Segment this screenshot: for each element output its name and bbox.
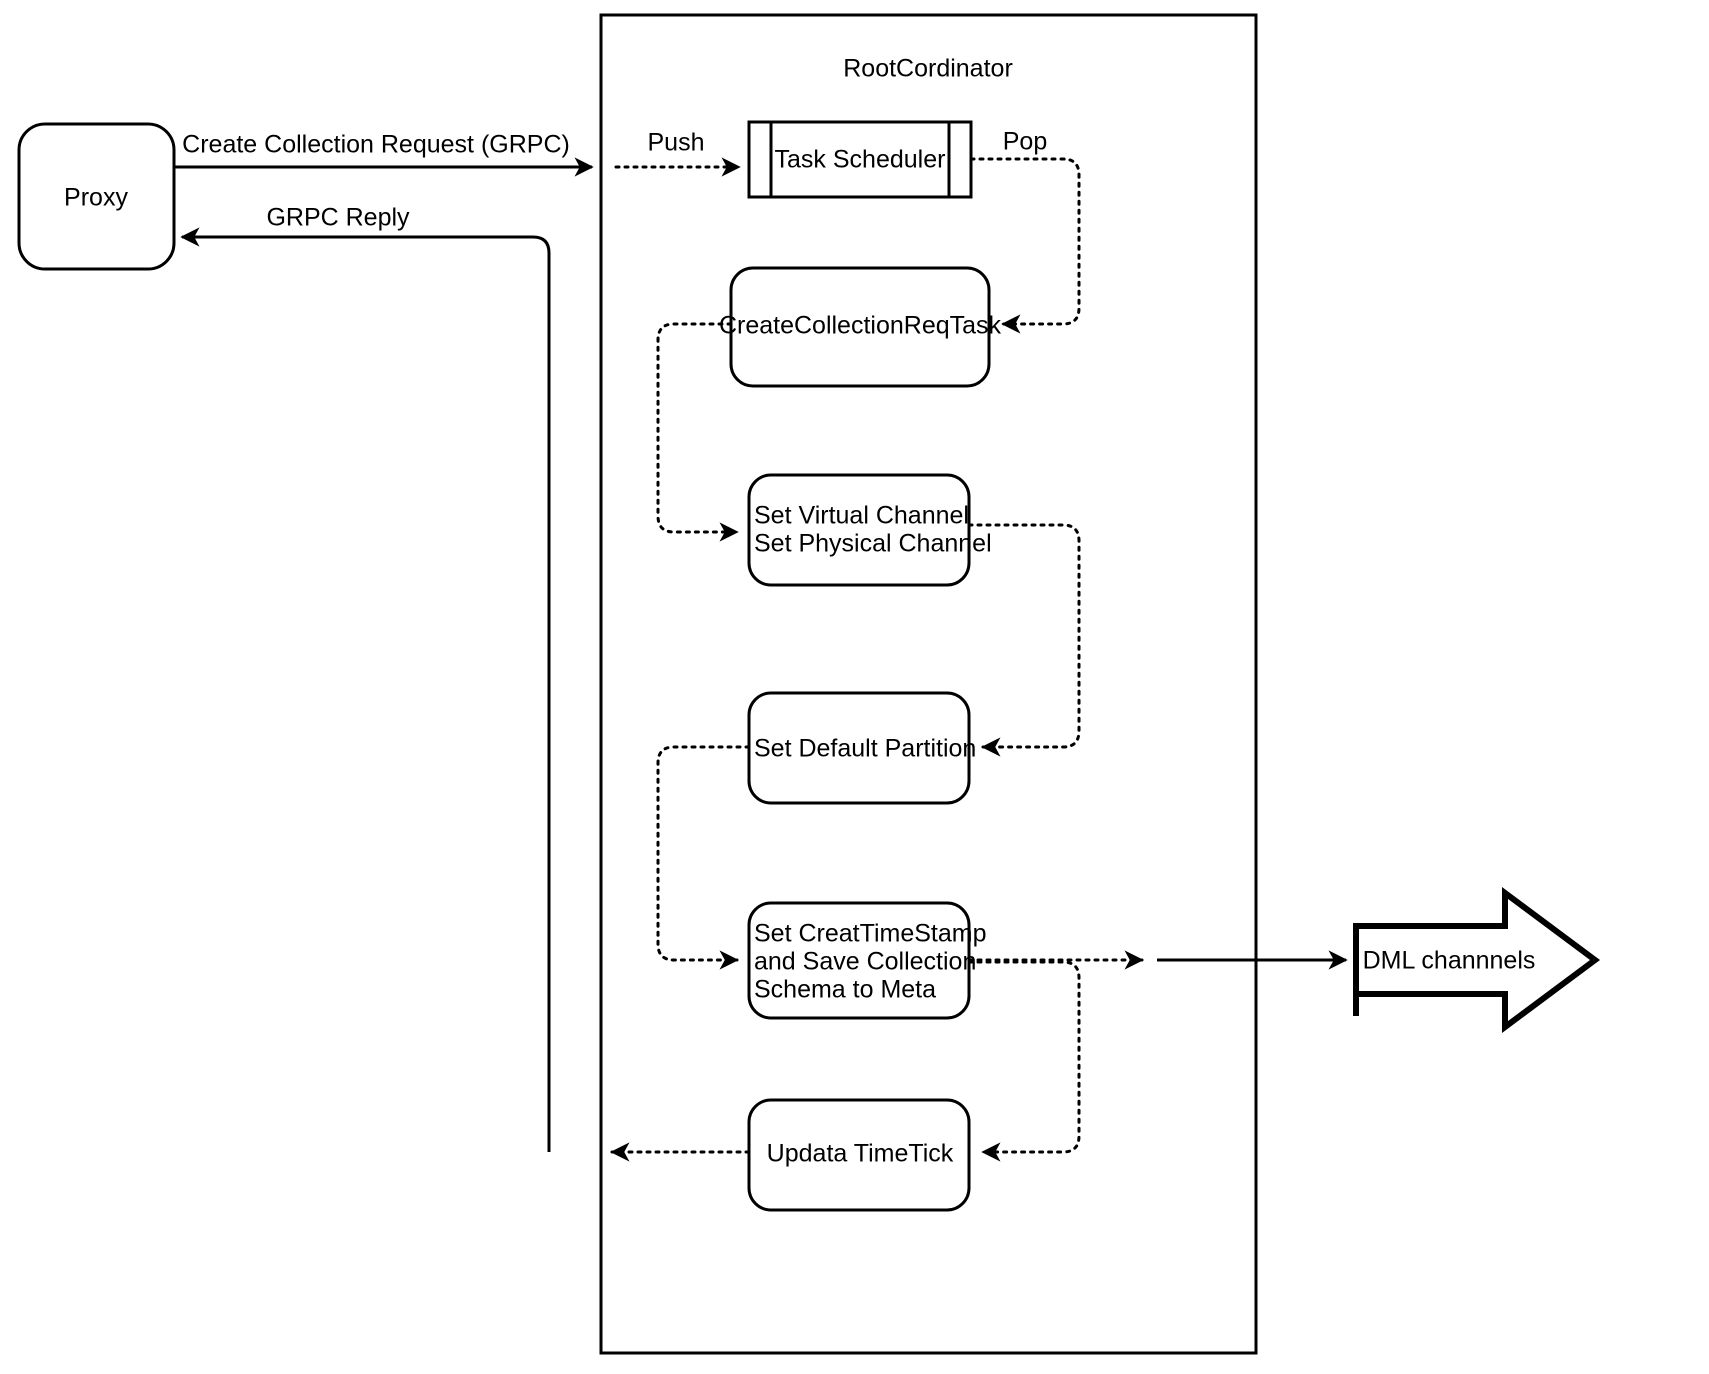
dml-channels-arrow-shape[interactable] bbox=[1353, 887, 1601, 1033]
edge-pop: Pop bbox=[969, 128, 1081, 334]
edge-grpc-reply: GRPC Reply bbox=[180, 204, 551, 1152]
set-virtual-channel-label: Set Virtual Channel bbox=[754, 502, 969, 530]
root-cordinator-border bbox=[599, 13, 1258, 1355]
dml-channels-label: DML channnels bbox=[1363, 947, 1536, 975]
grpc-reply-label: GRPC Reply bbox=[266, 204, 410, 232]
create-collection-req-task-box[interactable] bbox=[729, 266, 991, 388]
create-collection-request-label: Create Collection Request (GRPC) bbox=[182, 131, 570, 159]
pop-label: Pop bbox=[1003, 128, 1047, 156]
node-set-timestamp-save-meta[interactable]: Set CreatTimeStamp and Save Collection S… bbox=[747, 901, 986, 1020]
node-proxy[interactable]: Proxy bbox=[17, 122, 176, 271]
create-collection-req-task-label: CreateCollectionReqTask bbox=[719, 312, 1002, 340]
set-timestamp-line-3: Schema to Meta bbox=[754, 976, 936, 1004]
set-default-partition-label: Set Default Partition bbox=[754, 735, 976, 763]
edge-timestamp-to-timetick bbox=[967, 960, 1081, 1162]
timestamp-to-timetick-line bbox=[967, 960, 1081, 1162]
task-to-channels-line bbox=[656, 322, 739, 542]
node-updata-timetick[interactable]: Updata TimeTick bbox=[747, 1098, 971, 1212]
node-set-default-partition[interactable]: Set Default Partition bbox=[747, 691, 976, 805]
task-scheduler-label: Task Scheduler bbox=[775, 146, 946, 174]
edge-task-to-channels bbox=[656, 322, 739, 542]
partition-to-timestamp-line bbox=[656, 745, 751, 970]
set-timestamp-line-1: Set CreatTimeStamp bbox=[754, 920, 986, 948]
node-create-collection-req-task[interactable]: CreateCollectionReqTask bbox=[719, 266, 1002, 388]
push-label: Push bbox=[648, 129, 705, 157]
edge-channels-to-partition bbox=[967, 523, 1081, 757]
root-cordinator-container: RootCordinator bbox=[599, 13, 1258, 1355]
edge-push: Push bbox=[614, 129, 741, 177]
proxy-label: Proxy bbox=[64, 184, 128, 212]
node-dml-channels[interactable]: DML channnels bbox=[1353, 887, 1601, 1033]
root-cordinator-label: RootCordinator bbox=[843, 55, 1013, 83]
edge-partition-to-timestamp bbox=[656, 745, 751, 970]
pop-line bbox=[969, 157, 1081, 334]
set-physical-channel-label: Set Physical Channel bbox=[754, 530, 992, 558]
updata-timetick-label: Updata TimeTick bbox=[767, 1140, 954, 1168]
channels-to-partition-line bbox=[967, 523, 1081, 757]
updata-timetick-box[interactable] bbox=[747, 1098, 971, 1212]
edge-create-collection-request: Create Collection Request (GRPC) bbox=[174, 131, 594, 177]
set-channels-box[interactable] bbox=[747, 473, 971, 587]
grpc-reply-line bbox=[180, 227, 551, 1152]
proxy-box[interactable] bbox=[17, 122, 176, 271]
set-timestamp-line-2: and Save Collection bbox=[754, 948, 976, 976]
node-set-channels[interactable]: Set Virtual Channel Set Physical Channel bbox=[747, 473, 992, 587]
node-task-scheduler[interactable]: Task Scheduler bbox=[747, 120, 973, 199]
